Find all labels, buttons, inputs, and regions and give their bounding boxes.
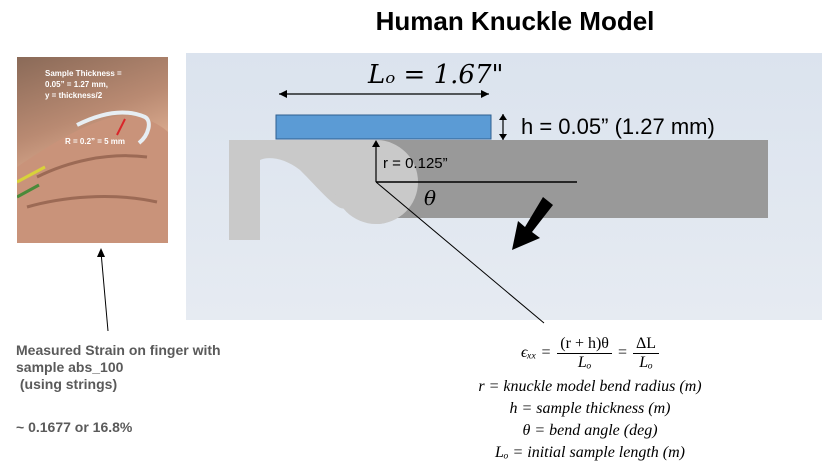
fraction-1-numerator: (r + h)θ: [557, 335, 612, 354]
definition-theta: θ = bend angle (deg): [522, 422, 658, 439]
strain-caption-line-1: Measured Strain on finger with: [16, 342, 221, 358]
definition-r: r = knuckle model bend radius (m): [478, 378, 702, 395]
radius-label: r = 0.125”: [383, 155, 448, 172]
photo-note-line-2: 0.05” = 1.27 mm,: [45, 80, 108, 89]
finger-photo: Sample Thickness = 0.05” = 1.27 mm, y = …: [17, 57, 168, 243]
fraction-2: ΔL Lₒ: [632, 335, 660, 372]
fraction-1-denominator: Lₒ: [577, 353, 592, 371]
strain-formula: ϵₓₓ = (r + h)θ Lₒ = ΔL Lₒ r = knuckle mo…: [420, 330, 760, 464]
strain-caption-line-3: (using strings): [16, 376, 118, 392]
knuckle-model-panel: [186, 53, 822, 320]
theta-label: θ: [424, 186, 437, 210]
strain-symbol: ϵₓₓ =: [520, 344, 552, 361]
photo-radius-note: R = 0.2” = 5 mm: [65, 137, 126, 146]
strain-equation: ϵₓₓ = (r + h)θ Lₒ = ΔL Lₒ: [420, 330, 760, 376]
page-title: Human Knuckle Model: [375, 6, 655, 36]
photo-note-line-1: Sample Thickness =: [45, 69, 122, 78]
equals-sign: =: [617, 344, 627, 361]
finger-photo-drawing: [17, 110, 168, 243]
length-label: Lₒ = 1.67": [368, 60, 504, 90]
strain-caption-line-2: sample abs_100: [16, 359, 124, 375]
definition-lo: Lₒ = initial sample length (m): [494, 444, 686, 461]
thickness-label: h = 0.05” (1.27 mm): [521, 114, 715, 139]
strain-value: ~ 0.1677 or 16.8%: [16, 419, 133, 435]
fraction-2-numerator: ΔL: [632, 335, 660, 354]
photo-note-line-3: y = thickness/2: [45, 91, 103, 100]
fraction-2-denominator: Lₒ: [639, 353, 653, 371]
fraction-1: (r + h)θ Lₒ: [557, 335, 612, 372]
strain-caption: Measured Strain on finger with sample ab…: [16, 342, 276, 393]
definition-h: h = sample thickness (m): [509, 400, 671, 417]
